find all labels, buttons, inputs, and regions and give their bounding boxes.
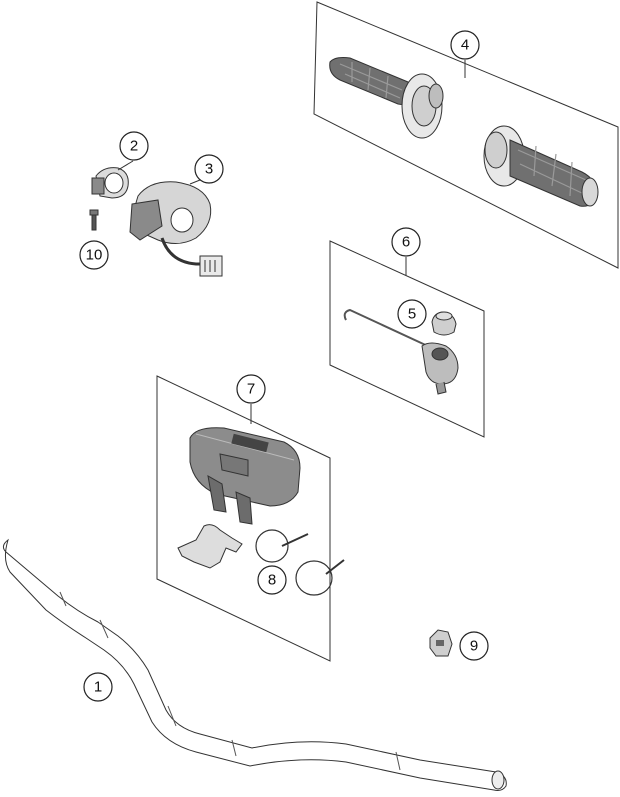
cable-panel: [329, 240, 485, 438]
callout-6: 6: [402, 234, 410, 251]
callout-10: 10: [86, 247, 103, 264]
clamp-part: [91, 167, 129, 199]
pad-group: 8 7: [156, 374, 345, 662]
switch-parts-group: 2 10 3: [79, 131, 224, 277]
callout-9-circle: [459, 631, 489, 661]
pad-part: [189, 427, 301, 525]
clip-part-group: 9: [429, 629, 489, 661]
callout-5: 5: [408, 306, 416, 323]
screw-part: [89, 209, 99, 231]
callout-10-circle: [79, 240, 109, 270]
left-grip: [329, 57, 444, 139]
callout-8: 8: [268, 572, 276, 589]
callout-5-circle: [397, 299, 427, 329]
right-grip: [483, 125, 599, 207]
callout-2: 2: [130, 138, 138, 155]
grips-group: 4: [313, 1, 619, 269]
callout-4-circle: [450, 30, 480, 60]
callout-1-circle: [83, 672, 113, 702]
callout-3: 3: [205, 161, 213, 178]
callout-7-circle: [236, 374, 266, 404]
callout-7: 7: [247, 381, 255, 398]
cable-group: 5 6: [329, 227, 485, 438]
bracket-part: [177, 524, 243, 569]
callout-8-circle: [257, 565, 287, 595]
handlebar-part: 1: [2, 538, 507, 791]
callout-1: 1: [94, 679, 102, 696]
callout-9: 9: [470, 638, 478, 655]
grips-panel: [313, 1, 619, 269]
strap-part: [255, 529, 345, 596]
callout-6-circle: [391, 227, 421, 257]
nut-part: [431, 311, 457, 336]
callout-3-circle: [194, 154, 224, 184]
cable-part: [343, 308, 459, 395]
callout-4: 4: [461, 37, 469, 54]
callout-2-circle: [119, 131, 149, 161]
switch-part: [129, 181, 223, 277]
